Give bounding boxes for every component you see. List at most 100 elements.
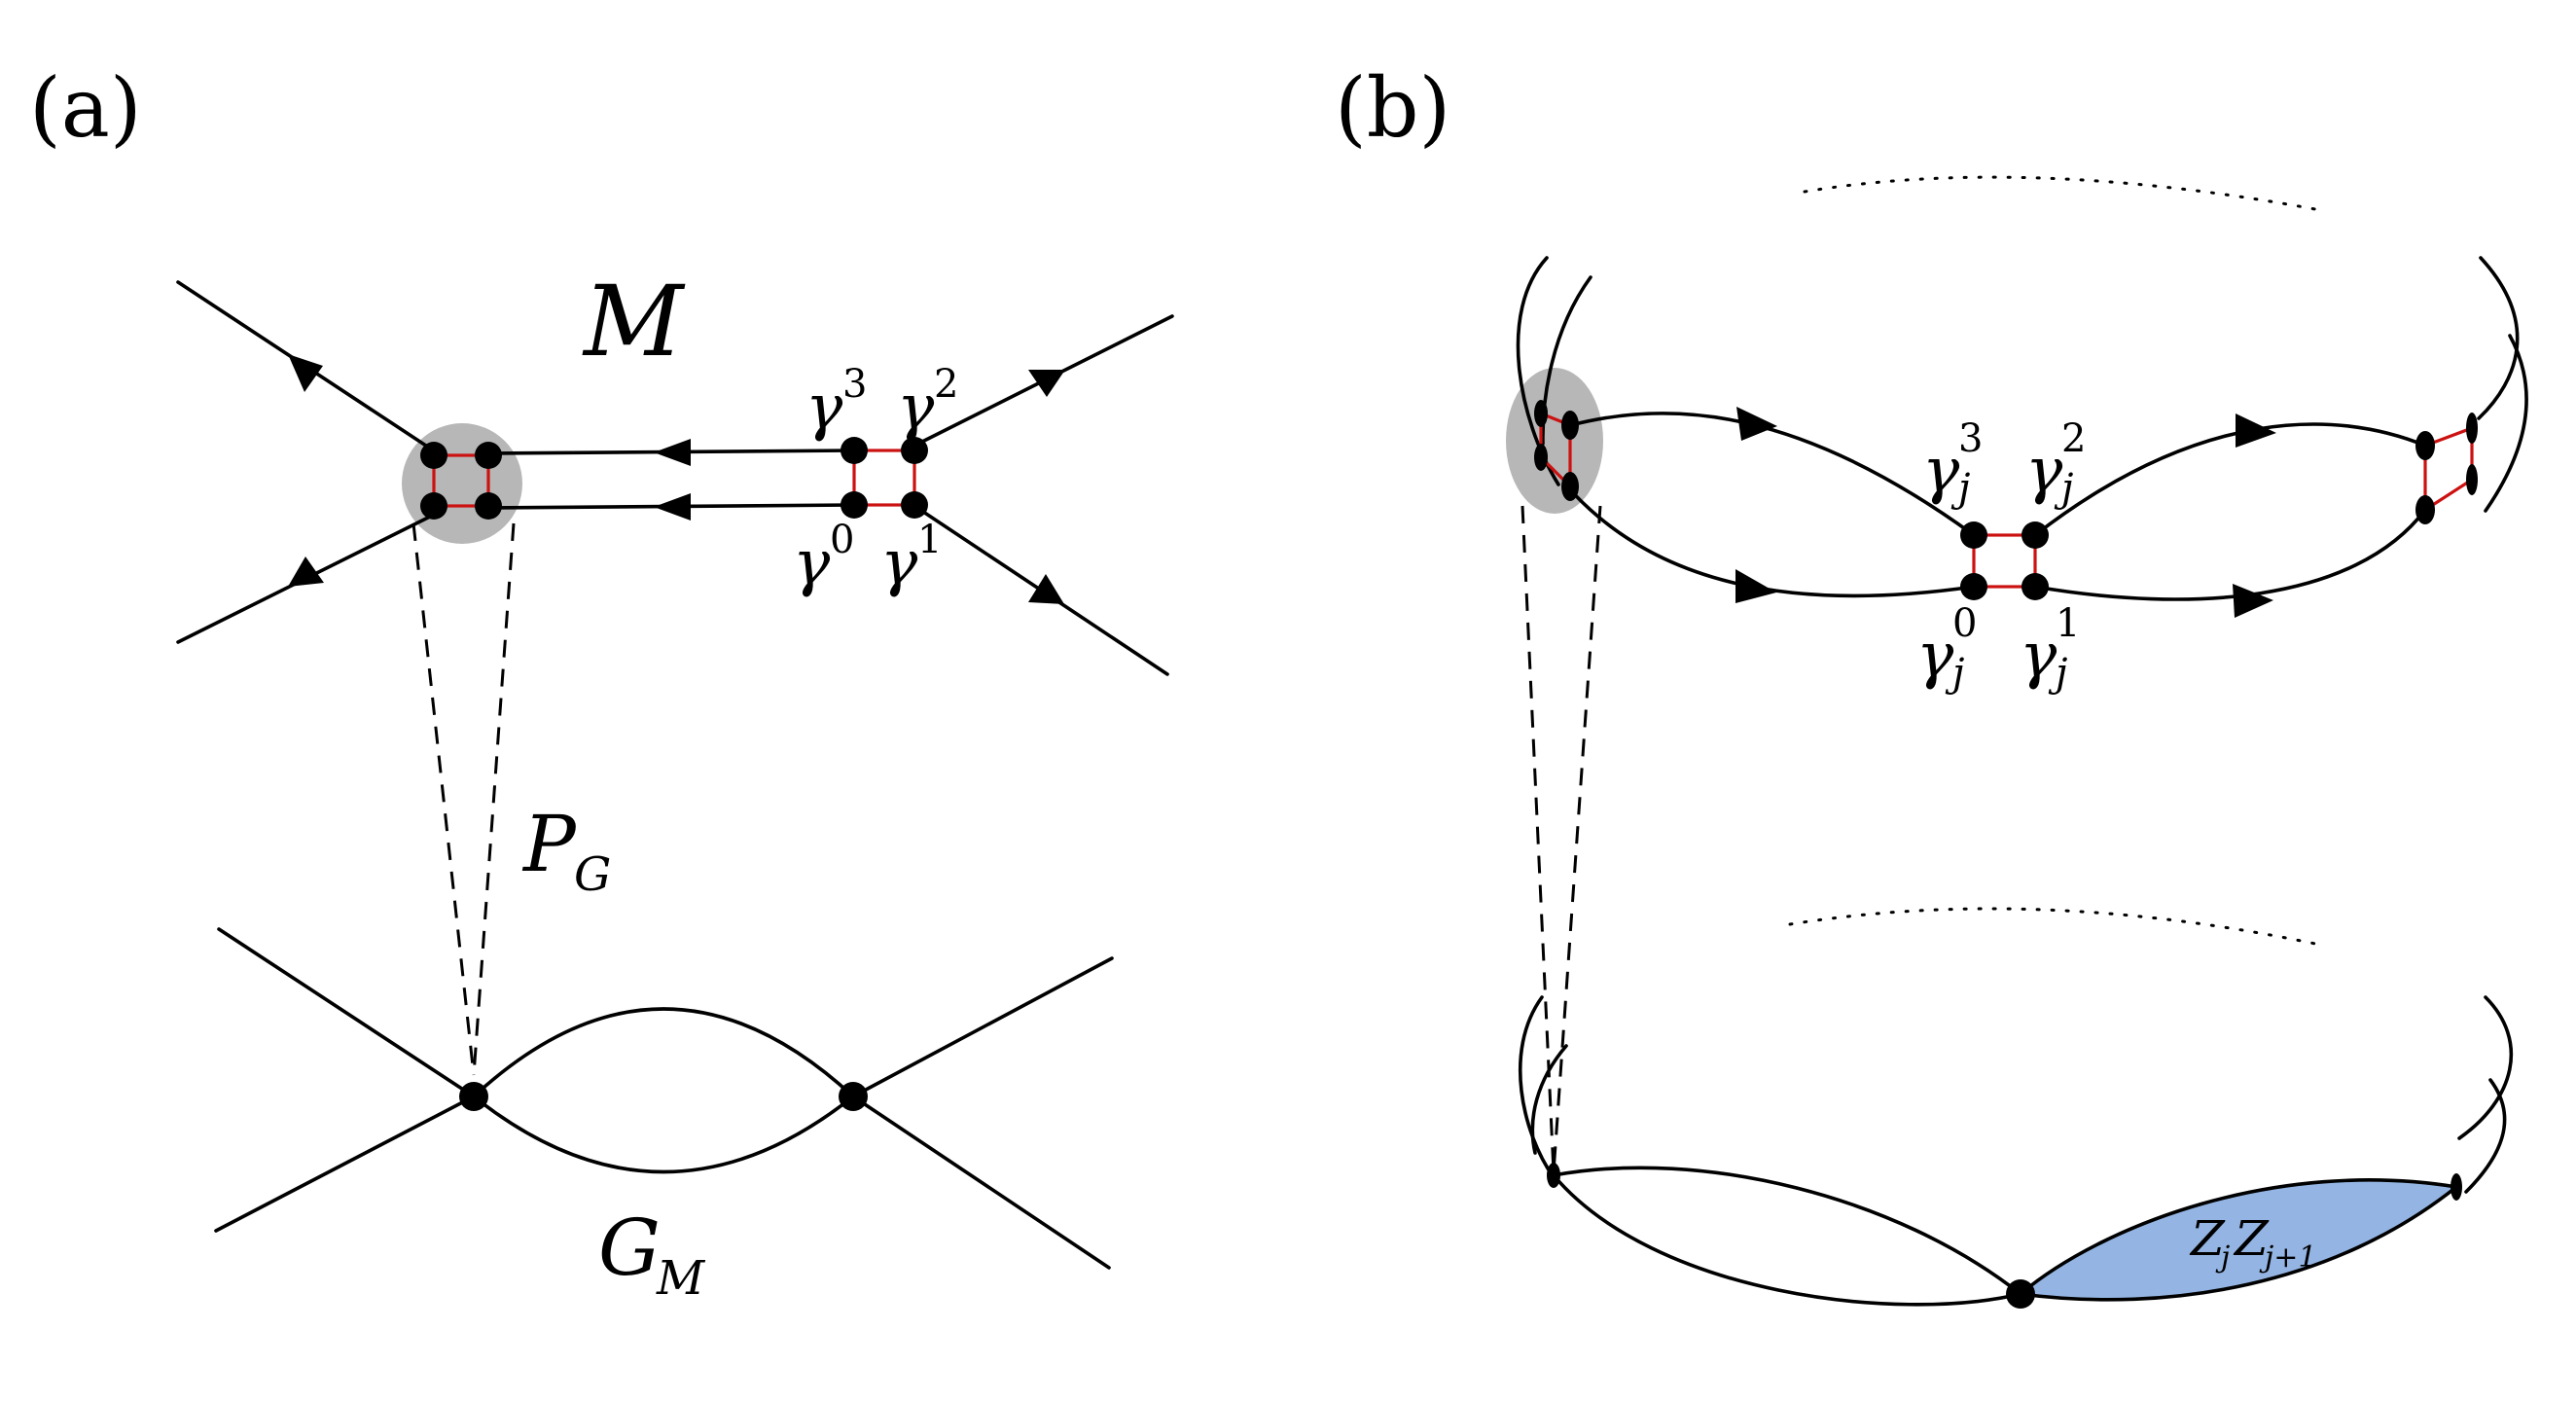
lower-edge-bottom-left xyxy=(1552,1173,2022,1307)
panel-a-label: (a) xyxy=(29,60,142,156)
lower-node-left xyxy=(1547,1163,1560,1188)
center-plaquette-b xyxy=(1972,533,2037,589)
svg-text:G: G xyxy=(598,1203,661,1293)
left-node-bl xyxy=(420,492,447,520)
arrow-b-top-left xyxy=(1736,407,1777,441)
svg-text:j+1: j+1 xyxy=(2259,1240,2317,1275)
center-node-tr xyxy=(2021,521,2049,549)
lower-left-boundary-2 xyxy=(1530,1044,1568,1155)
graph-node-right xyxy=(839,1082,868,1111)
left-plaquette xyxy=(432,453,490,508)
right-node-b-3 xyxy=(2415,495,2435,524)
svg-text:1: 1 xyxy=(2056,601,2080,646)
upper-edge-bottom-left xyxy=(1565,485,1976,598)
svg-text:3: 3 xyxy=(842,362,867,407)
svg-text:γ: γ xyxy=(897,372,935,444)
arrow-b-bottom-right xyxy=(2233,584,2273,618)
graph-leg-lower-left xyxy=(214,1095,476,1233)
svg-text:γ: γ xyxy=(880,527,918,599)
left-node-b-2 xyxy=(1561,411,1579,440)
lower-edge-top-right xyxy=(2019,1178,2458,1296)
right-node-tl xyxy=(841,437,868,464)
sheet-right-boundary-2 xyxy=(2484,334,2528,513)
center-node-tl xyxy=(1960,521,1987,549)
dots-top xyxy=(1803,175,2317,211)
left-node-b-1 xyxy=(1534,400,1548,427)
right-node-b-4 xyxy=(2466,464,2478,495)
left-node-br xyxy=(475,492,502,520)
blue-face-zz xyxy=(2021,1179,2456,1300)
manifold-label: M xyxy=(582,265,686,378)
svg-text:γ: γ xyxy=(805,372,843,444)
svg-text:Z: Z xyxy=(2189,1210,2226,1267)
upper-edge-top-right xyxy=(2033,422,2427,537)
svg-text:γ: γ xyxy=(2020,620,2057,692)
svg-text:γ: γ xyxy=(793,527,831,599)
lower-node-right xyxy=(2451,1173,2462,1201)
upper-edge-top-left xyxy=(1569,412,1976,537)
right-node-b-1 xyxy=(2415,431,2435,460)
right-node-br xyxy=(901,491,928,519)
arrow-b-top-right xyxy=(2236,413,2276,448)
svg-text:M: M xyxy=(656,1251,706,1306)
panel-b-label: (b) xyxy=(1335,60,1450,156)
svg-text:Z: Z xyxy=(2233,1210,2270,1267)
left-node-b-4 xyxy=(1561,472,1579,501)
lower-node-center xyxy=(2006,1279,2035,1309)
svg-text:γ: γ xyxy=(1922,435,1960,507)
graph-label: G M xyxy=(598,1203,706,1306)
left-vertex-halo-b xyxy=(1506,368,1603,514)
center-node-bl xyxy=(1960,573,1987,600)
svg-text:3: 3 xyxy=(1958,416,1983,461)
left-node-tr xyxy=(475,442,502,469)
gamma-j-1-label: γ 1 j xyxy=(2020,601,2080,696)
arrow-b-bottom-left xyxy=(1735,569,1776,603)
right-plaquette xyxy=(852,449,916,507)
arrow-middle-bottom xyxy=(654,493,691,521)
arrow-upper-left xyxy=(288,354,323,392)
graph-leg-upper-right xyxy=(851,956,1114,1098)
gamma-j-2-label: γ 2 j xyxy=(2025,416,2086,511)
arrow-lower-right xyxy=(1028,574,1064,604)
arrow-upper-right xyxy=(1028,370,1065,397)
left-node-tl xyxy=(420,442,447,469)
svg-text:0: 0 xyxy=(1952,601,1977,646)
svg-text:2: 2 xyxy=(2061,416,2086,461)
svg-text:P: P xyxy=(521,799,577,889)
gamma-j-3-label: γ 3 j xyxy=(1922,416,1983,511)
svg-text:γ: γ xyxy=(1916,620,1954,692)
projection-label: P G xyxy=(521,799,611,902)
graph-node-left xyxy=(459,1082,488,1111)
dots-middle xyxy=(1788,907,2317,946)
left-node-b-3 xyxy=(1534,444,1548,471)
graph-leg-lower-right xyxy=(851,1095,1111,1270)
sheet-left-boundary-2 xyxy=(1541,275,1592,446)
center-node-br xyxy=(2021,573,2049,600)
projection-dash-left xyxy=(411,522,476,1076)
gamma-0-label: γ 0 xyxy=(793,518,854,599)
right-node-bl xyxy=(841,491,868,519)
svg-text:0: 0 xyxy=(830,518,854,562)
lower-edge-bottom-right xyxy=(2019,1185,2458,1302)
lower-edge-top-left xyxy=(1552,1166,2022,1296)
gamma-3-label: γ 3 xyxy=(805,362,867,444)
projection-dash-right xyxy=(472,522,516,1076)
gamma-2-label: γ 2 xyxy=(897,362,958,444)
graph-leg-upper-left xyxy=(217,927,476,1098)
graph-arc-lower xyxy=(472,1095,855,1174)
right-node-tr xyxy=(901,437,928,464)
svg-text:1: 1 xyxy=(917,518,942,562)
arrow-middle-top xyxy=(654,439,691,466)
projection-dash-b-right xyxy=(1552,505,1602,1173)
svg-text:G: G xyxy=(574,847,611,902)
svg-text:2: 2 xyxy=(934,362,958,407)
right-node-b-2 xyxy=(2466,413,2478,444)
face-label: Z j Z j+1 xyxy=(2189,1210,2317,1275)
lower-left-boundary-1 xyxy=(1518,995,1556,1179)
svg-text:γ: γ xyxy=(2025,435,2063,507)
graph-arc-upper xyxy=(472,1007,855,1098)
upper-edge-bottom-right xyxy=(2033,508,2427,601)
lower-right-boundary-1 xyxy=(2457,995,2514,1140)
panel-b: (b) xyxy=(1335,60,2528,1309)
